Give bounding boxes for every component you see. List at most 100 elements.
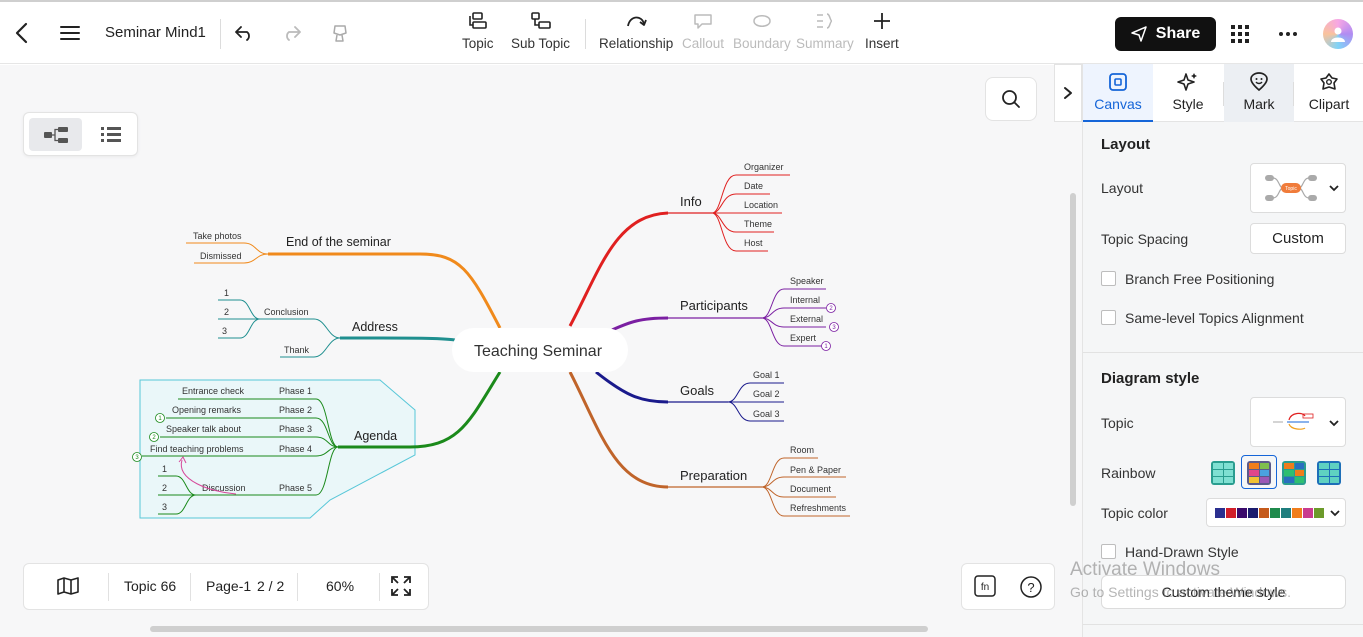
rainbow-option-selected[interactable]	[1247, 461, 1271, 485]
discussion-child[interactable]: 3	[162, 502, 167, 512]
info-topic[interactable]: Info	[680, 194, 702, 209]
mindmap-view-button[interactable]	[29, 118, 82, 151]
callout-tool[interactable]: Callout	[682, 12, 724, 51]
agenda-topic[interactable]: Agenda	[354, 429, 397, 443]
conclusion-child[interactable]: 3	[222, 326, 227, 336]
redo-icon[interactable]	[280, 21, 304, 45]
info-child[interactable]: Date	[744, 181, 763, 191]
end-of-seminar-topic[interactable]: End of the seminar	[286, 235, 391, 249]
preparation-child[interactable]: Document	[790, 484, 832, 494]
topic-style-select[interactable]	[1250, 397, 1346, 447]
collapse-panel-button[interactable]	[1054, 64, 1082, 122]
goals-child[interactable]: Goal 2	[753, 389, 780, 399]
page-name[interactable]: Page-1	[206, 578, 252, 594]
conclusion-child[interactable]: 1	[224, 288, 229, 298]
end-child[interactable]: Dismissed	[200, 251, 242, 261]
agenda-phase[interactable]: Phase 1	[279, 386, 312, 396]
view-toggle	[23, 112, 138, 156]
agenda-item[interactable]: Speaker talk about	[166, 424, 242, 434]
discussion-child[interactable]: 1	[162, 464, 167, 474]
help-icon[interactable]: ?	[1019, 575, 1043, 604]
agenda-phase[interactable]: Phase 2	[279, 405, 312, 415]
preparation-child[interactable]: Room	[790, 445, 814, 455]
apps-grid-icon[interactable]	[1229, 23, 1251, 45]
participants-child[interactable]: Speaker	[790, 276, 824, 286]
info-child[interactable]: Host	[744, 238, 763, 248]
agenda-boundary[interactable]	[139, 379, 416, 519]
menu-icon[interactable]	[57, 20, 83, 46]
goals-topic[interactable]: Goals	[680, 383, 714, 398]
agenda-phase[interactable]: Phase 3	[279, 424, 312, 434]
more-icon[interactable]	[1276, 23, 1300, 45]
layout-label: Layout	[1101, 180, 1144, 196]
goals-child[interactable]: Goal 3	[753, 409, 780, 419]
map-icon[interactable]	[57, 577, 79, 598]
conclusion-child[interactable]: 2	[224, 307, 229, 317]
goals-child[interactable]: Goal 1	[753, 370, 780, 380]
layout-select[interactable]: Topic	[1250, 163, 1346, 213]
undo-icon[interactable]	[232, 21, 256, 45]
central-topic[interactable]: Teaching Seminar	[474, 343, 603, 360]
rainbow-option[interactable]	[1282, 461, 1306, 485]
info-child[interactable]: Theme	[744, 219, 772, 229]
tab-clipart[interactable]: Clipart	[1294, 64, 1363, 122]
agenda-phase[interactable]: Phase 4	[279, 444, 312, 454]
relationship-tool[interactable]: Relationship	[599, 12, 673, 51]
search-button[interactable]	[985, 77, 1037, 121]
thank-topic[interactable]: Thank	[284, 345, 310, 355]
hand-drawn-checkbox[interactable]	[1101, 544, 1116, 559]
status-divider	[379, 573, 380, 601]
topic-color-select[interactable]	[1206, 498, 1346, 527]
insert-tool[interactable]: Insert	[865, 12, 899, 51]
agenda-item[interactable]: Entrance check	[182, 386, 245, 396]
horizontal-scrollbar[interactable]	[150, 626, 928, 632]
discussion-child[interactable]: 2	[162, 483, 167, 493]
relationship-line[interactable]	[180, 459, 237, 495]
vertical-scrollbar[interactable]	[1070, 193, 1076, 506]
fullscreen-icon[interactable]	[391, 576, 411, 599]
boundary-tool[interactable]: Boundary	[733, 12, 791, 51]
topic-tool[interactable]: Topic	[462, 12, 494, 51]
rainbow-option[interactable]	[1317, 461, 1341, 485]
agenda-item[interactable]: Discussion	[202, 483, 246, 493]
tab-canvas[interactable]: Canvas	[1083, 64, 1153, 122]
info-child[interactable]: Organizer	[744, 162, 784, 172]
preparation-child[interactable]: Refreshments	[790, 503, 847, 513]
agenda-item[interactable]: Opening remarks	[172, 405, 242, 415]
page-count[interactable]: 2 / 2	[257, 578, 285, 594]
participants-child[interactable]: Expert	[790, 333, 817, 343]
same-level-checkbox[interactable]	[1101, 310, 1116, 325]
preparation-topic[interactable]: Preparation	[680, 468, 747, 483]
sub-topic-tool[interactable]: Sub Topic	[511, 12, 570, 51]
document-title[interactable]: Seminar Mind1	[105, 24, 206, 41]
panel-tabs: Canvas Style Mark Clipart	[1083, 64, 1363, 122]
tab-divider	[1293, 82, 1294, 106]
rainbow-option[interactable]	[1211, 461, 1235, 485]
formula-icon[interactable]: fn	[974, 575, 996, 602]
zoom-level[interactable]: 60%	[326, 578, 355, 594]
avatar[interactable]	[1323, 19, 1353, 49]
address-topic[interactable]: Address	[352, 320, 398, 334]
end-child[interactable]: Take photos	[193, 231, 242, 241]
back-icon[interactable]	[8, 20, 34, 46]
outline-view-button[interactable]	[90, 118, 132, 151]
chevron-down-icon	[1329, 420, 1339, 427]
participants-child[interactable]: External	[790, 314, 823, 324]
info-child[interactable]: Location	[744, 200, 778, 210]
tab-style[interactable]: Style	[1153, 64, 1223, 122]
format-painter-icon[interactable]	[328, 21, 352, 45]
topic-spacing-button[interactable]: Custom	[1250, 223, 1346, 254]
share-button[interactable]: Share	[1115, 17, 1216, 51]
participants-child[interactable]: Internal	[790, 295, 820, 305]
tab-mark[interactable]: Mark	[1224, 64, 1294, 122]
branch-free-checkbox[interactable]	[1101, 271, 1116, 286]
conclusion-topic[interactable]: Conclusion	[264, 307, 309, 317]
agenda-phase[interactable]: Phase 5	[279, 483, 312, 493]
agenda-item[interactable]: Find teaching problems	[150, 444, 244, 454]
central-topic-box[interactable]	[452, 328, 628, 372]
participants-topic[interactable]: Participants	[680, 298, 748, 313]
preparation-child[interactable]: Pen & Paper	[790, 465, 841, 475]
custom-theme-button[interactable]: Custom theme style	[1101, 575, 1346, 609]
summary-tool[interactable]: Summary	[796, 12, 854, 51]
mind-map[interactable]: Teaching Seminar Info Organizer Date Loc…	[0, 0, 1082, 637]
